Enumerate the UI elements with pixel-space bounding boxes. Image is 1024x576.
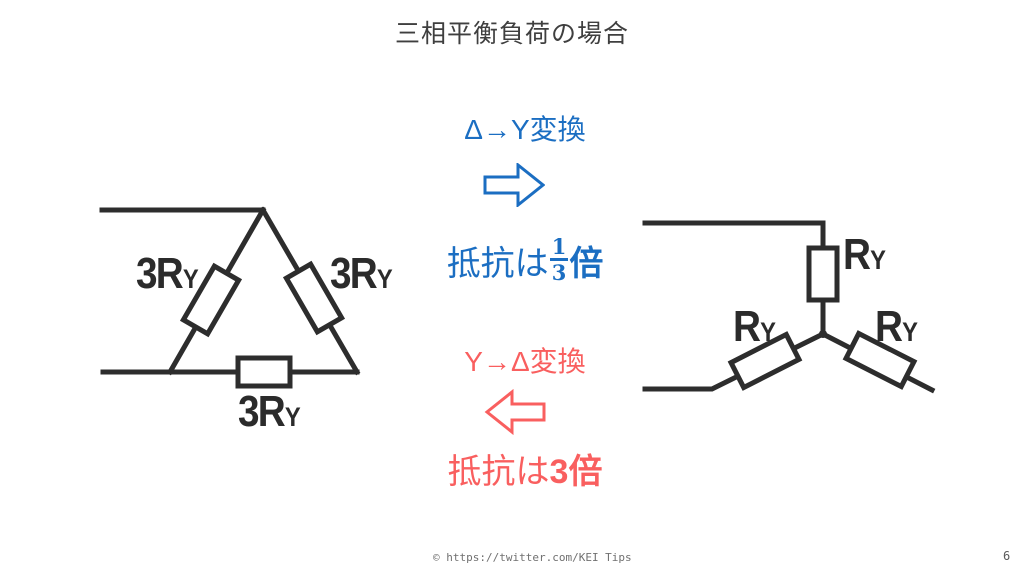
wye-top-resistor-label: RY: [843, 230, 886, 279]
wye-center-node: [819, 330, 827, 338]
left-arrow-icon: [484, 389, 546, 435]
wye-top-resistor: [806, 245, 840, 303]
wye-circuit-diagram: [642, 220, 936, 394]
result-prefix-text: 抵抗は: [446, 245, 549, 283]
delta-bottom-resistor-label: 3RY: [238, 387, 301, 436]
page-number: 6: [1003, 549, 1011, 563]
wye-left-resistor-label: RY: [733, 302, 776, 351]
wye-left-resistor: [727, 331, 803, 391]
wye-to-delta-label: Y→Δ変換: [464, 346, 586, 377]
result-suffix-text: 倍: [569, 245, 604, 283]
delta-left-resistor: [179, 262, 243, 338]
page-title: 三相平衡負荷の場合: [394, 20, 629, 48]
credit-text: © https://twitter.com/KEI Tips: [433, 551, 632, 564]
wye-right-resistor-label: RY: [875, 302, 918, 351]
wye-right-resistor: [842, 330, 918, 390]
delta-to-wye-label: Δ→Y変換: [464, 114, 586, 145]
delta-right-resistor-label: 3RY: [330, 249, 393, 298]
wye-to-delta-result: 抵抗は3倍: [420, 444, 630, 493]
delta-circuit-diagram: [99, 206, 361, 389]
wye-top-lead-wire: [642, 220, 826, 251]
delta-bottom-resistor: [235, 355, 293, 389]
right-arrow-icon: [483, 163, 545, 207]
result-suffix-text: 倍: [568, 453, 603, 491]
factor-text: 3: [549, 453, 569, 491]
delta-right-resistor: [282, 260, 346, 336]
delta-left-resistor-label: 3RY: [136, 249, 199, 298]
result-prefix-text: 抵抗は: [447, 453, 550, 491]
